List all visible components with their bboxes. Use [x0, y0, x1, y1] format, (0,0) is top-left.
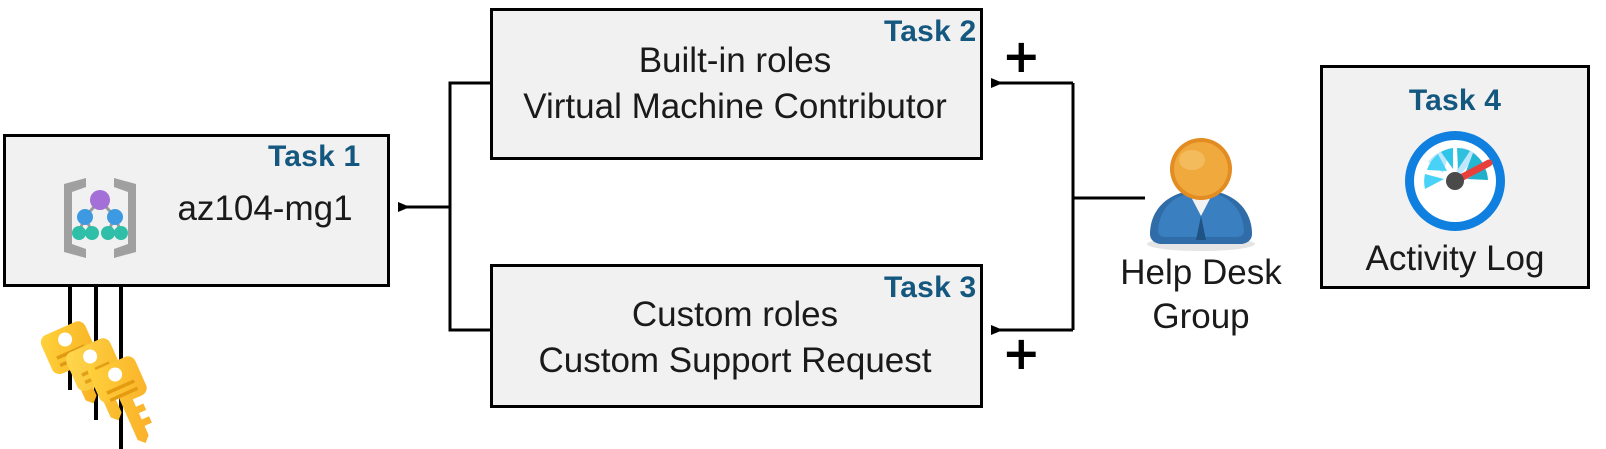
task2-text-line2: Virtual Machine Contributor — [523, 87, 947, 126]
help-desk-group-caption-line1: Help Desk — [1120, 253, 1282, 292]
task2-label: Task 2 — [884, 15, 977, 48]
task1-label: Task 1 — [268, 140, 361, 173]
connector-roles-to-managementgroup — [398, 81, 490, 332]
connector-group-to-roles — [991, 78, 1145, 335]
task1-text: az104-mg1 — [177, 189, 353, 228]
task4-label: Task 4 — [1408, 84, 1502, 117]
plus-top-icon: + — [1002, 29, 1041, 83]
task3-text-line2: Custom Support Request — [538, 341, 932, 380]
plus-bottom-icon: + — [1002, 326, 1041, 380]
task1-box[interactable] — [3, 134, 390, 287]
task2-text-line1: Built-in roles — [638, 41, 832, 80]
task4-text: Activity Log — [1365, 239, 1545, 278]
help-desk-group-caption-line2: Group — [1152, 297, 1250, 336]
task3-label: Task 3 — [884, 271, 977, 304]
task3-box[interactable] — [490, 264, 983, 408]
task3-text-line1: Custom roles — [631, 295, 839, 334]
task2-box[interactable] — [490, 8, 983, 160]
